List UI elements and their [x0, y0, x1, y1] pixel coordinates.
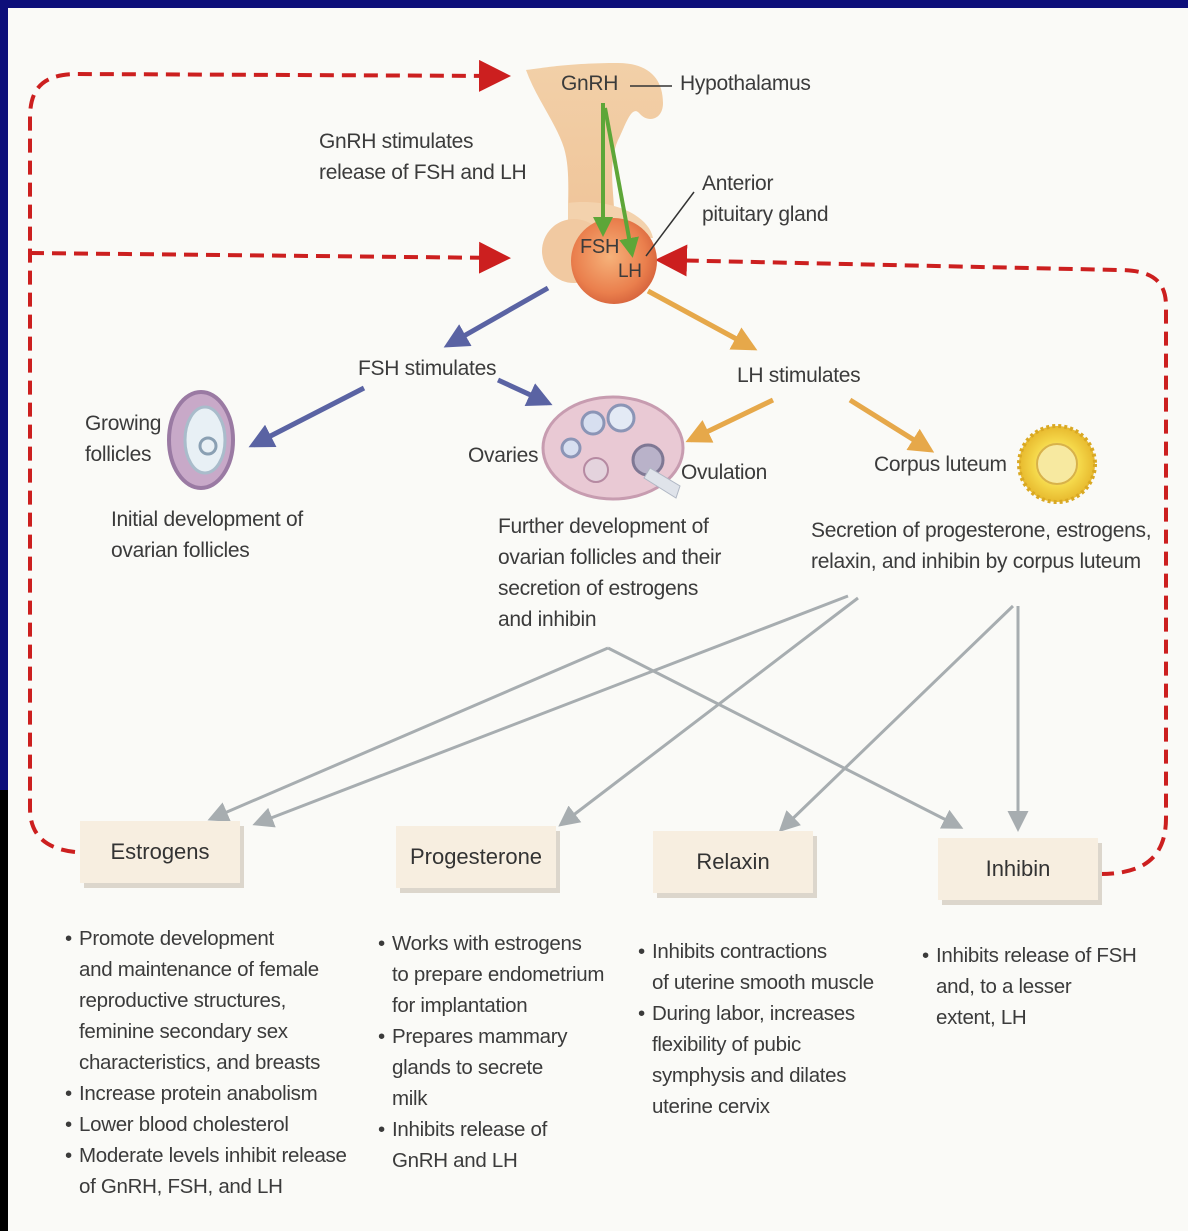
- relaxin-box: Relaxin: [653, 831, 813, 893]
- estrogens-title: Estrogens: [110, 839, 209, 865]
- growing-follicles-line2: follicles: [85, 439, 151, 470]
- ovulation-label: Ovulation: [681, 457, 767, 488]
- ovary-illustration: [543, 397, 683, 499]
- anterior-label-line2: pituitary gland: [702, 199, 828, 230]
- progesterone-box: Progesterone: [396, 826, 556, 888]
- estrogens-effect-item: Increase protein anabolism: [65, 1078, 375, 1109]
- fsh-stimulates-label: FSH stimulates: [358, 353, 496, 384]
- secretion-arrows: [213, 596, 1018, 828]
- secretion-line1: Secretion of progesterone, estrogens,: [811, 515, 1151, 546]
- ovaries-label: Ovaries: [468, 440, 538, 471]
- pituitary-illustration: [526, 63, 663, 304]
- gnrh-stimulates-line2: release of FSH and LH: [319, 157, 526, 188]
- estrogens-box: Estrogens: [80, 821, 240, 883]
- anterior-label-line1: Anterior: [702, 168, 773, 199]
- growing-follicles-line1: Growing: [85, 408, 161, 439]
- corpus-luteum-label: Corpus luteum: [874, 449, 1007, 480]
- fsh-label: FSH: [580, 232, 619, 263]
- estrogens-effect-item: Lower blood cholesterol: [65, 1109, 375, 1140]
- inhibin-title: Inhibin: [986, 856, 1051, 882]
- hypothalamus-label: Hypothalamus: [680, 68, 811, 99]
- follicle-illustration: [169, 392, 233, 488]
- initial-development-line1: Initial development of: [111, 504, 303, 535]
- corner-shadow: [0, 790, 8, 1231]
- lh-stimulates-label: LH stimulates: [737, 360, 860, 391]
- further-development-line4: and inhibin: [498, 604, 596, 635]
- diagram-panel: GnRH Hypothalamus GnRH stimulates releas…: [8, 8, 1188, 1231]
- secretion-line2: relaxin, and inhibin by corpus luteum: [811, 546, 1141, 577]
- gnrh-stimulates-line1: GnRH stimulates: [319, 126, 473, 157]
- gnrh-label: GnRH: [561, 68, 618, 99]
- further-development-line3: secretion of estrogens: [498, 573, 698, 604]
- further-development-line2: ovarian follicles and their: [498, 542, 721, 573]
- initial-development-line2: ovarian follicles: [111, 535, 249, 566]
- progesterone-title: Progesterone: [410, 844, 542, 870]
- relaxin-title: Relaxin: [696, 849, 769, 875]
- further-development-line1: Further development of: [498, 511, 709, 542]
- inhibin-box: Inhibin: [938, 838, 1098, 900]
- lh-label: LH: [618, 256, 642, 287]
- corpus-luteum-illustration: [1019, 426, 1095, 502]
